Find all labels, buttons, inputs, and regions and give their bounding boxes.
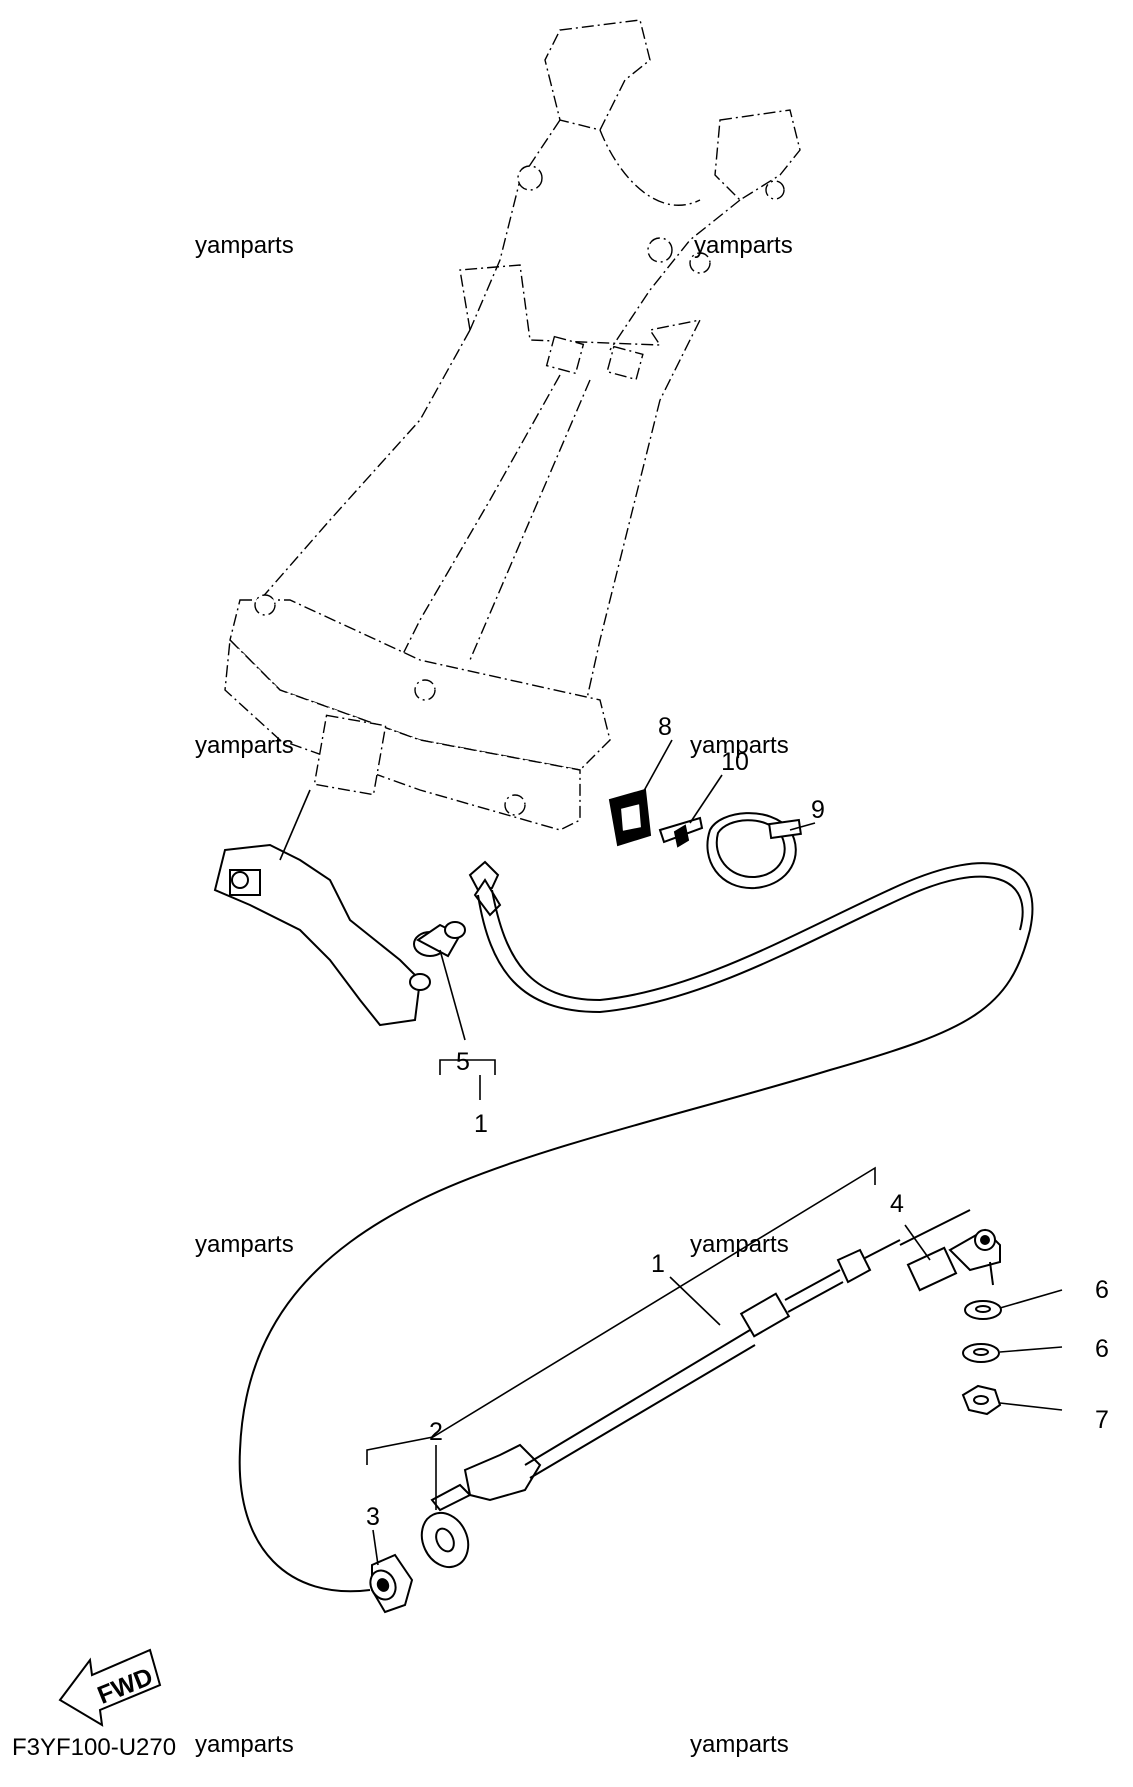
part-2-washer: [420, 1511, 470, 1569]
watermark: yamparts: [195, 1231, 294, 1258]
part-6-washer-upper: [964, 1300, 1002, 1320]
watermark: yamparts: [694, 232, 793, 259]
part-5-fitting: [413, 921, 466, 958]
callout-1-lower: 1: [651, 1250, 665, 1278]
steering-arm: [213, 789, 431, 1027]
steering-cable: [238, 860, 1034, 1593]
callout-6-upper: 6: [1095, 1276, 1109, 1304]
part-3-bushing: [369, 1553, 414, 1614]
watermark: yamparts: [195, 1731, 294, 1758]
steering-bracket-phantom: [224, 19, 801, 831]
callout-2: 2: [429, 1418, 443, 1446]
callout-9: 9: [811, 796, 825, 824]
part-6-washer-lower: [962, 1343, 1000, 1363]
callout-3: 3: [366, 1503, 380, 1531]
part-4-end-fitting: [906, 1228, 1001, 1292]
part-7-nut: [961, 1384, 1002, 1416]
callout-1-upper: 1: [474, 1110, 488, 1138]
callout-5: 5: [456, 1048, 470, 1076]
callout-4: 4: [890, 1190, 904, 1218]
leader-lines: [366, 739, 1063, 1566]
watermark: yamparts: [690, 732, 789, 759]
part-10-pin: [658, 816, 704, 848]
watermark: yamparts: [195, 232, 294, 259]
part-9-band: [706, 812, 802, 890]
watermark: yamparts: [195, 732, 294, 759]
fwd-arrow: FWD: [58, 1648, 162, 1727]
callout-6-lower: 6: [1095, 1335, 1109, 1363]
figure-code: F3YF100-U270: [12, 1734, 176, 1761]
part-8-clip: [608, 788, 652, 847]
watermark: yamparts: [690, 1731, 789, 1758]
callout-10: 10: [721, 748, 749, 776]
callout-7: 7: [1095, 1406, 1109, 1434]
callout-8: 8: [658, 713, 672, 741]
watermark: yamparts: [690, 1231, 789, 1258]
